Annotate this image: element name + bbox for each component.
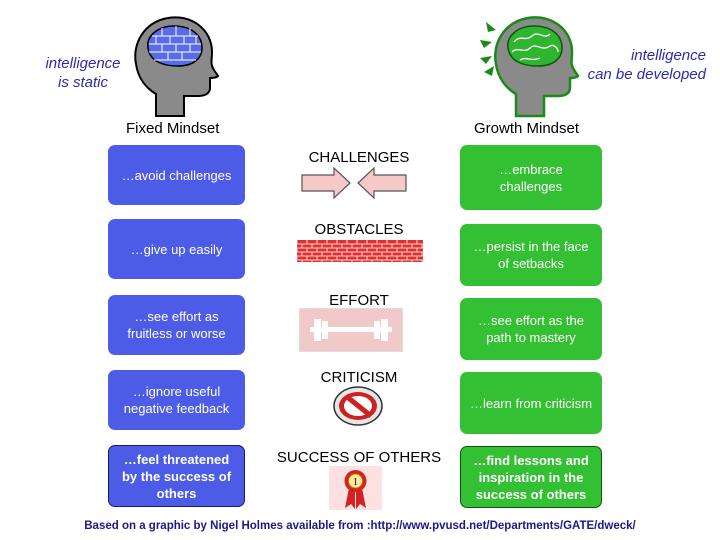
effort-label: EFFORT — [329, 292, 389, 309]
footer-credit: Based on a graphic by Nigel Holmes avail… — [84, 520, 636, 532]
challenges-label: CHALLENGES — [308, 149, 410, 166]
brick-wall-icon — [297, 240, 423, 262]
ribbon-frame: 1 — [329, 466, 382, 510]
fixed-box-effort: …see effort as fruitless or worse — [108, 295, 245, 355]
fixed-mindset-heading: Fixed Mindset — [126, 120, 220, 137]
fixed-head-icon — [134, 16, 220, 117]
brick-brain-icon — [147, 25, 203, 67]
growth-box-effort: …see effort as the path to mastery — [460, 298, 602, 360]
fixed-box-obstacles: …give up easily — [108, 219, 245, 279]
growth-rays-icon — [480, 22, 496, 76]
prohibition-sign-icon — [333, 386, 383, 426]
obstacles-label: OBSTACLES — [314, 221, 404, 238]
fixed-box-success: …feel threatened by the success of other… — [108, 445, 245, 507]
growth-box-challenges: …embrace challenges — [460, 145, 602, 210]
award-ribbon-icon: 1 — [329, 466, 382, 510]
growth-head-icon — [480, 16, 580, 118]
growth-mindset-heading: Growth Mindset — [474, 120, 580, 137]
growing-brain-icon — [507, 25, 563, 67]
growth-box-obstacles: …persist in the face of setbacks — [460, 224, 602, 286]
fixed-note: intelligence is static — [45, 55, 121, 91]
ribbon-number: 1 — [353, 477, 358, 488]
fixed-box-criticism: …ignore useful negative feedback — [108, 370, 245, 430]
success-of-others-label: SUCCESS OF OTHERS — [276, 449, 442, 466]
criticism-label: CRITICISM — [320, 369, 398, 386]
growth-note: intelligence can be developed — [587, 47, 706, 83]
opposing-arrows-icon — [301, 166, 407, 200]
growth-box-criticism: …learn from criticism — [460, 372, 602, 434]
barbell-frame — [299, 308, 403, 352]
growth-box-success: …find lessons and inspiration in the suc… — [460, 446, 602, 508]
barbell-icon — [300, 309, 402, 351]
fixed-box-challenges: …avoid challenges — [108, 145, 245, 205]
